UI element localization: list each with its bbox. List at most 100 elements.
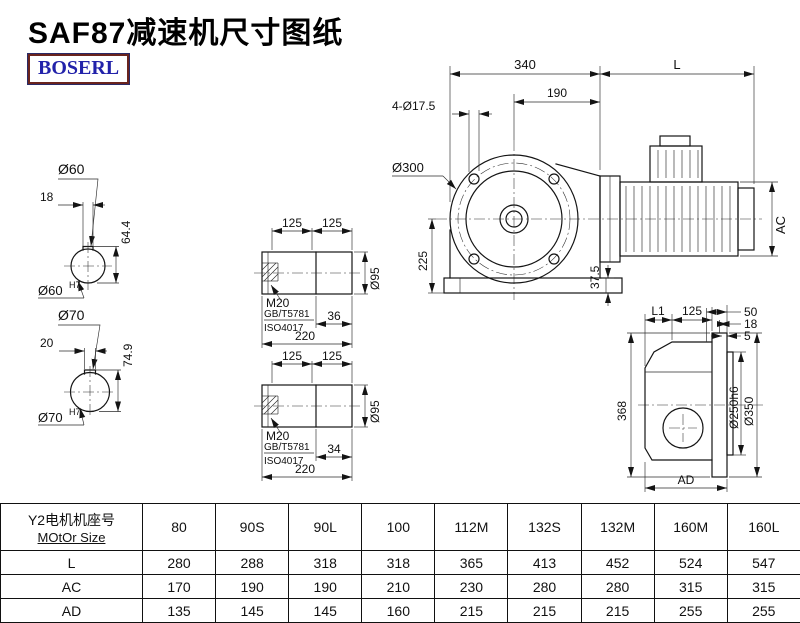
dim-value-cell: 215 <box>507 598 582 623</box>
bolt-holes-label: 4-Ø17.5 <box>392 99 436 113</box>
shaft-bottom-standard1-label: GB/T5781 <box>264 442 310 453</box>
thread-hatching <box>261 262 279 282</box>
base-height-label: 37.5 <box>588 265 602 289</box>
flange-dia-label: Ø300 <box>392 160 424 175</box>
table-header-cn: Y2电机机座号 <box>27 511 116 528</box>
hollow-shaft-60-view: Ø60 18 64.4 Ø60 H7 <box>38 161 133 299</box>
flange-outer-circle <box>449 154 579 284</box>
shaft-bottom-seg2-label: 125 <box>322 349 342 363</box>
dim-value-cell: 547 <box>726 550 800 575</box>
size-col-header: 160L <box>726 503 800 551</box>
side-50-label: 50 <box>744 305 758 319</box>
side-18-label: 18 <box>744 317 758 331</box>
shaft-detail-top-view: 125 125 M20 GB/T5781 ISO4017 36 220 Ø95 <box>254 216 382 348</box>
spigot-dia-label: Ø250h6 <box>727 386 741 429</box>
dim-value-cell: 190 <box>215 574 290 599</box>
fan-cowl <box>737 187 755 251</box>
front-width-label: 340 <box>514 57 536 72</box>
shaft-bottom-standard2-label: ISO4017 <box>264 456 304 467</box>
brand-logo: BOSERL <box>26 53 131 85</box>
dim-value-cell: 315 <box>726 574 800 599</box>
dim-value-cell: 280 <box>580 574 655 599</box>
bore60-tolerance-label: H7 <box>69 280 81 290</box>
shaft-top-seg2-label: 125 <box>322 216 342 230</box>
shaft-bottom-thread-label: M20 <box>266 429 290 443</box>
shaft-bottom-dia-label: Ø95 <box>368 400 382 423</box>
shaft-top-standard2-label: ISO4017 <box>264 323 304 334</box>
shaft-detail-bottom-view: 125 125 M20 GB/T5781 ISO4017 34 220 Ø95 <box>254 349 382 481</box>
row-label-AD: AD <box>0 598 143 623</box>
dim-value-cell: 215 <box>580 598 655 623</box>
hollow-shaft-70-view: Ø70 20 74.9 Ø70 H7 <box>38 307 135 426</box>
gearbox-side-view: L1 125 50 18 5 368 Ø250h6 Ø350 AD <box>615 304 764 492</box>
size-col-header: 100 <box>361 503 436 551</box>
front-190-label: 190 <box>547 86 567 100</box>
shaft-top-dia-label: Ø95 <box>368 267 382 290</box>
shaft-top-standard1-label: GB/T5781 <box>264 309 310 320</box>
shaft-bottom-total-label: 220 <box>295 462 315 476</box>
bore60-keyway-width-label: 18 <box>40 190 54 204</box>
dim-value-cell: 170 <box>141 574 217 599</box>
side-height-label: 368 <box>615 401 629 421</box>
dim-value-cell: 145 <box>215 598 290 623</box>
dim-value-cell: 135 <box>141 598 217 623</box>
size-col-header: 90L <box>288 503 363 551</box>
dim-value-cell: 230 <box>434 574 509 599</box>
front-height-label: 225 <box>416 251 430 271</box>
bore70-keyway-width-label: 20 <box>40 336 54 350</box>
dim-value-cell: 280 <box>507 574 582 599</box>
bore60-bore-label: Ø60 <box>38 283 63 298</box>
dim-value-cell: 160 <box>361 598 436 623</box>
dim-value-cell: 452 <box>580 550 655 575</box>
shaft-top-total-label: 220 <box>295 329 315 343</box>
side-5-label: 5 <box>744 329 751 343</box>
side-l1-label: L1 <box>651 304 665 318</box>
side-125-label: 125 <box>682 304 702 318</box>
row-label-L: L <box>0 550 143 575</box>
shaft-bottom-keylen-label: 34 <box>327 442 341 456</box>
bore70-dia-label: Ø70 <box>58 307 85 323</box>
shaft-hub-circle <box>499 204 529 234</box>
motor-fins <box>625 186 731 252</box>
dim-value-cell: 524 <box>653 550 728 575</box>
leader-line <box>58 178 99 247</box>
bore60-keyway-height-label: 64.4 <box>119 220 133 244</box>
table-header-motor-size: Y2电机机座号 MOtOr Size <box>0 503 143 551</box>
bore70-bore-label: Ø70 <box>38 410 63 425</box>
gearbox-front-view: 340 L 190 4-Ø17.5 Ø300 225 37.5 AC <box>392 57 788 306</box>
shaft-top-seg1-label: 125 <box>282 216 302 230</box>
side-ad-label: AD <box>678 473 695 487</box>
shaft-top-thread-label: M20 <box>266 296 290 310</box>
bolt-circle <box>457 162 571 276</box>
dim-value-cell: 288 <box>215 550 290 575</box>
motor-length-label: L <box>673 57 680 72</box>
thread-hatching <box>261 395 279 415</box>
terminal-box-lid <box>659 135 691 147</box>
motor-ac-label: AC <box>773 216 788 234</box>
size-col-header: 132S <box>507 503 582 551</box>
output-flange-dia-label: Ø350 <box>742 396 756 426</box>
bore60-dia-label: Ø60 <box>58 161 85 177</box>
dim-value-cell: 215 <box>434 598 509 623</box>
page-title: SAF87减速机尺寸图纸 <box>28 17 344 50</box>
dim-value-cell: 190 <box>288 574 363 599</box>
side-housing-outline <box>644 341 713 461</box>
flange-spigot <box>726 351 734 456</box>
shaft-top-keylen-label: 36 <box>327 309 341 323</box>
dim-value-cell: 255 <box>653 598 728 623</box>
dim-value-cell: 255 <box>726 598 800 623</box>
dim-value-cell: 413 <box>507 550 582 575</box>
size-col-header: 112M <box>434 503 509 551</box>
dim-value-cell: 365 <box>434 550 509 575</box>
dim-value-cell: 318 <box>288 550 363 575</box>
dim-value-cell: 318 <box>361 550 436 575</box>
engineering-drawing-canvas: Ø60 18 64.4 Ø60 H7 Ø70 20 74.9 Ø70 H7 <box>38 57 788 492</box>
size-col-header: 80 <box>141 503 217 551</box>
bore70-tolerance-label: H7 <box>69 407 81 417</box>
dim-value-cell: 315 <box>653 574 728 599</box>
flange-inner-circle <box>465 170 563 268</box>
shaft-bore-circle <box>505 210 523 228</box>
dim-value-cell: 145 <box>288 598 363 623</box>
row-label-AC: AC <box>0 574 143 599</box>
table-header-en: MOtOr Size <box>37 529 106 545</box>
